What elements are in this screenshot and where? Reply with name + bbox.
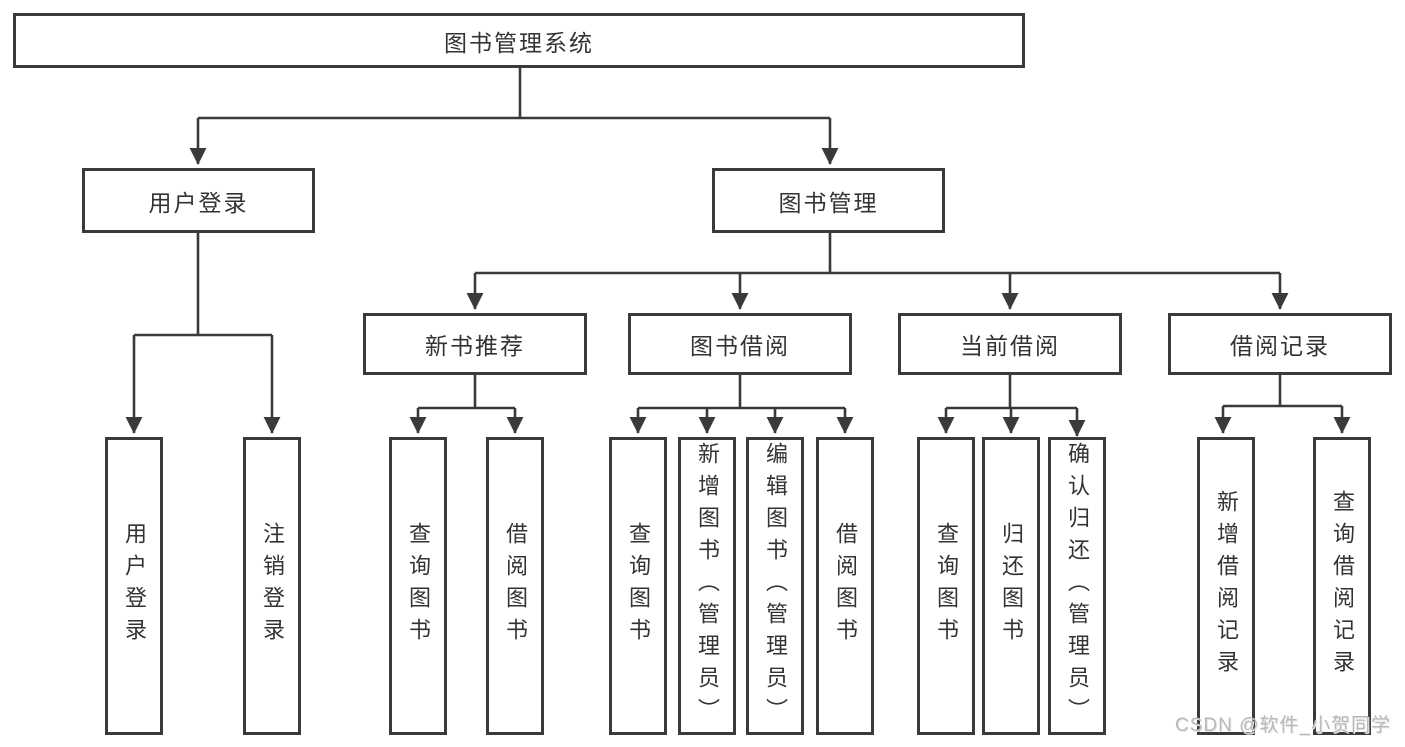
node-borrow-records: 借阅记录 [1168,313,1392,375]
leaf-logout: 注销登录 [243,437,301,735]
node-label: 用户登录 [122,522,147,650]
node-label: 确认归还（管理员） [1065,442,1090,730]
node-current-borrowing: 当前借阅 [898,313,1122,375]
node-label: 新增借阅记录 [1214,490,1239,682]
node-book-borrowing: 图书借阅 [628,313,852,375]
node-book-management-branch: 图书管理 [712,168,945,233]
leaf-user-login: 用户登录 [105,437,163,735]
leaf-query-borrow-record: 查询借阅记录 [1313,437,1371,735]
node-new-book-recommend: 新书推荐 [363,313,587,375]
leaf-query-books-borrowing: 查询图书 [609,437,667,735]
node-label: 注销登录 [260,522,285,650]
node-label: 新增图书（管理员） [695,442,720,730]
node-label: 图书管理 [778,189,879,216]
node-label: 图书管理系统 [444,29,594,56]
node-label: 借阅图书 [833,522,858,650]
leaf-return-book: 归还图书 [982,437,1040,735]
node-label: 查询图书 [934,522,959,650]
node-label: 当前借阅 [960,333,1060,359]
node-label: 查询借阅记录 [1330,490,1355,682]
node-label: 查询图书 [626,522,651,650]
leaf-add-book-admin: 新增图书（管理员） [678,437,736,735]
node-label: 借阅记录 [1230,333,1330,359]
leaf-borrow-books-recommend: 借阅图书 [486,437,544,735]
leaf-add-borrow-record: 新增借阅记录 [1197,437,1255,735]
node-label: 新书推荐 [425,333,525,359]
node-label: 查询图书 [406,522,431,650]
node-user-login-branch: 用户登录 [82,168,315,233]
node-root-system: 图书管理系统 [13,13,1025,68]
leaf-borrow-books-borrowing: 借阅图书 [816,437,874,735]
leaf-query-books-recommend: 查询图书 [389,437,447,735]
node-label: 归还图书 [999,522,1024,650]
leaf-edit-book-admin: 编辑图书（管理员） [746,437,804,735]
node-label: 借阅图书 [503,522,528,650]
csdn-watermark: CSDN @软件_小贺同学 [1175,715,1391,736]
leaf-confirm-return-admin: 确认归还（管理员） [1048,437,1106,735]
node-label: 编辑图书（管理员） [763,442,788,730]
node-label: 图书借阅 [690,333,790,359]
node-label: 用户登录 [148,189,249,216]
leaf-query-books-current: 查询图书 [917,437,975,735]
